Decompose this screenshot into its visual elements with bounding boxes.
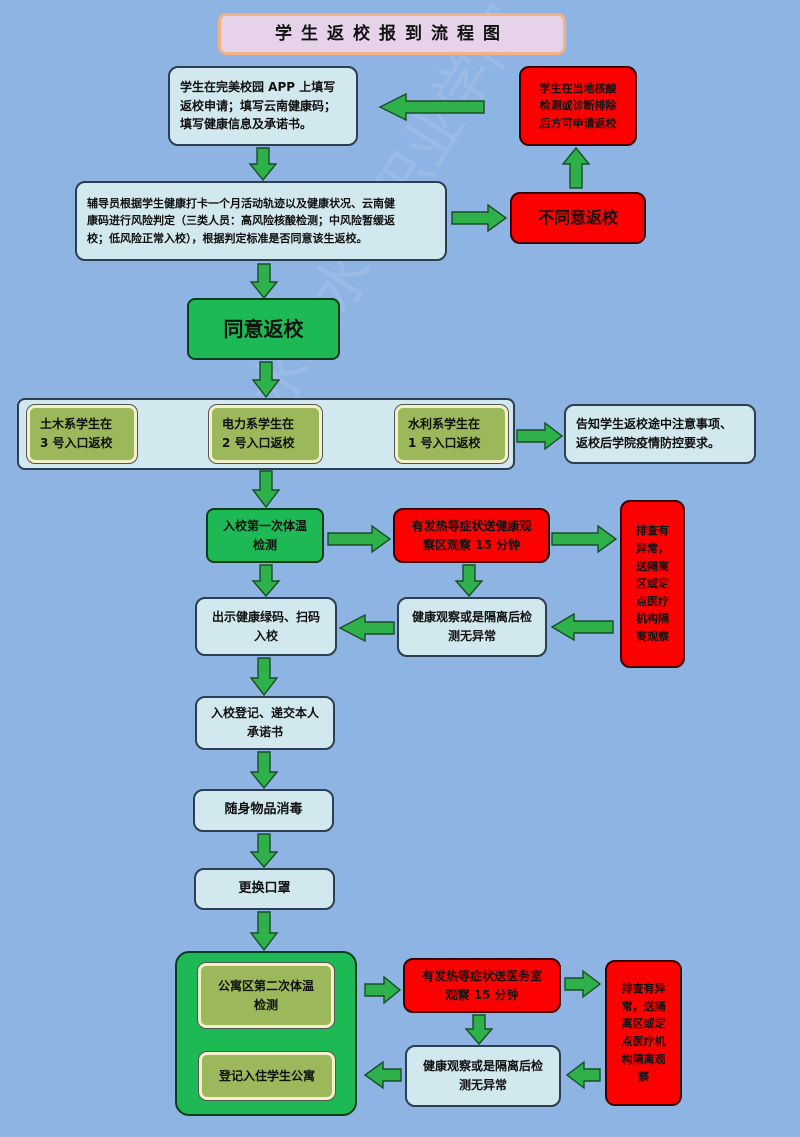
- arrow-right-icon: [564, 969, 602, 999]
- arrow-right-icon: [364, 975, 402, 1005]
- arrow-right-icon: [327, 524, 392, 554]
- arrow-left-icon: [565, 1060, 601, 1090]
- arrow-up-icon: [561, 146, 591, 189]
- flowchart-title: 学生返校报到流程图: [218, 13, 566, 55]
- node-fever-observation-1: 有发热等症状送健康观 察区观察 15 分钟: [393, 508, 550, 563]
- arrow-right-icon: [516, 421, 564, 451]
- arrow-left-icon: [363, 1060, 402, 1090]
- arrow-down-icon: [249, 911, 279, 952]
- node-isolation-1: 排查有 异常， 送隔离 区或定 点医疗 机构隔 离观察: [620, 500, 685, 668]
- arrow-down-icon: [251, 361, 281, 399]
- arrow-down-icon: [248, 147, 278, 182]
- node-local-nucleic-test: 学生在当地核酸 检测或诊断排除 后方可申请返校: [519, 66, 637, 146]
- node-second-temperature-check: 公寓区第二次体温 检测: [198, 963, 334, 1028]
- node-counselor-risk-assessment: 辅导员根据学生健康打卡一个月活动轨迹以及健康状况、云南健 康码进行风险判定（三类…: [75, 181, 447, 261]
- node-agree-return: 同意返校: [187, 298, 340, 360]
- node-change-mask: 更换口罩: [194, 868, 335, 910]
- arrow-right-icon: [451, 203, 508, 233]
- node-dorm-registration: 登记入住学生公寓: [199, 1052, 335, 1100]
- arrow-down-icon: [249, 657, 279, 697]
- node-online-application: 学生在完美校园 APP 上填写 返校申请；填写云南健康码； 填写健康信息及承诺书…: [168, 66, 358, 146]
- arrow-down-icon: [251, 564, 281, 598]
- node-gate-civil: 土木系学生在 3 号入口返校: [27, 405, 137, 463]
- node-show-health-code: 出示健康绿码、扫码 入校: [195, 597, 337, 656]
- arrow-down-icon: [249, 263, 279, 300]
- node-register: 入校登记、递交本人 承诺书: [195, 696, 335, 750]
- arrow-down-icon: [464, 1014, 494, 1046]
- arrow-down-icon: [249, 751, 279, 790]
- node-disagree-return: 不同意返校: [510, 192, 646, 244]
- arrow-down-icon: [454, 564, 484, 598]
- arrow-left-icon: [550, 612, 614, 642]
- arrow-down-icon: [251, 470, 281, 509]
- node-gate-electric: 电力系学生在 2 号入口返校: [209, 405, 322, 463]
- node-disinfect: 随身物品消毒: [193, 789, 334, 832]
- arrow-left-icon: [338, 613, 395, 643]
- arrow-right-icon: [551, 524, 618, 554]
- arrow-down-icon: [249, 833, 279, 869]
- node-fever-observation-2: 有发热等症状送医务室 观察 15 分钟: [403, 958, 561, 1013]
- node-notice: 告知学生返校途中注意事项、 返校后学院疫情防控要求。: [564, 404, 756, 464]
- node-no-abnormality-2: 健康观察或是隔离后检 测无异常: [405, 1045, 561, 1107]
- node-gate-water: 水利系学生在 1 号入口返校: [395, 405, 508, 463]
- arrow-left-icon: [378, 92, 485, 122]
- node-isolation-2: 排查有异 常，送隔 离区或定 点医疗机 构隔离观 察: [605, 960, 682, 1106]
- node-no-abnormality-1: 健康观察或是隔离后检 测无异常: [397, 597, 547, 657]
- node-first-temperature-check: 入校第一次体温 检测: [206, 508, 324, 563]
